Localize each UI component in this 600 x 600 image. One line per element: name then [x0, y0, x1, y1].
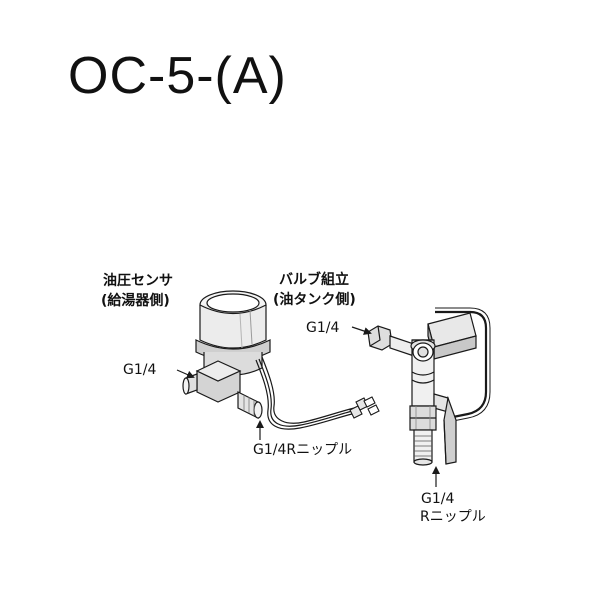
sensor-nipple-label: G1/4Rニップル [253, 442, 353, 458]
callout-arrows [176, 326, 440, 487]
valve-nipple-label-line2: Rニップル [420, 509, 486, 525]
cable-connectors [349, 396, 380, 419]
valve-assembly [367, 307, 491, 466]
sensor-port-label: G1/4 [123, 362, 157, 378]
valve-label-line2: (油タンク側) [273, 292, 356, 308]
valve-port-label: G1/4 [306, 320, 340, 336]
sensor-label-line1: 油圧センサ [103, 273, 173, 289]
sensor-label-line2: (給湯器側) [101, 293, 170, 309]
sensor-cable [255, 356, 363, 430]
page-title: OC-5-(A) [68, 47, 287, 105]
valve-label-line1: バルブ組立 [279, 272, 349, 288]
valve-nipple-label-line1: G1/4 [421, 491, 455, 507]
oil-pressure-sensor [182, 290, 271, 419]
